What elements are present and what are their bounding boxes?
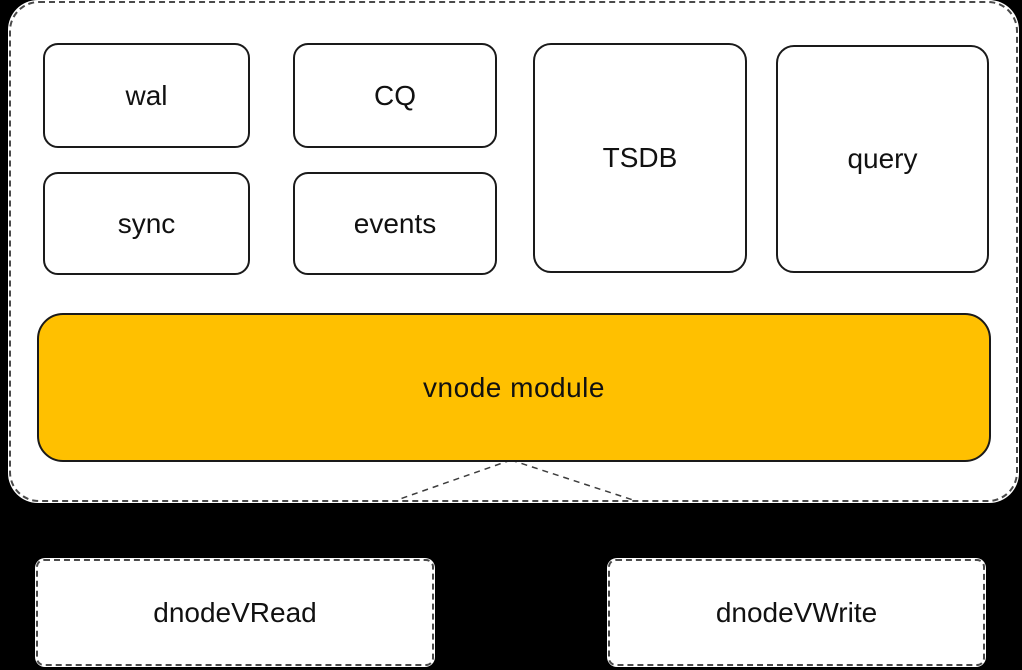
vnode-container: wal CQ sync events TSDB query vnode modu… (8, 0, 1019, 503)
module-label-cq: CQ (374, 79, 416, 111)
module-label-query: query (847, 143, 918, 174)
module-box-sync: sync (43, 172, 250, 275)
module-box-cq: CQ (293, 43, 497, 148)
module-box-wal: wal (43, 43, 250, 148)
vnode-module-label: vnode module (423, 371, 605, 403)
dnode-vread-box: dnodeVRead (35, 558, 435, 667)
dnode-vwrite-box: dnodeVWrite (607, 558, 986, 667)
dnode-vread-label: dnodeVRead (153, 596, 317, 628)
module-box-tsdb: TSDB (533, 43, 747, 273)
vnode-module-box: vnode module (37, 313, 991, 462)
module-box-query: query (776, 45, 989, 273)
module-label-tsdb: TSDB (602, 142, 678, 173)
module-label-wal: wal (125, 79, 168, 111)
module-label-sync: sync (117, 207, 176, 239)
module-box-events: events (293, 172, 497, 275)
connector-line-left (396, 459, 512, 501)
connector-line-right (510, 459, 634, 501)
dnode-vwrite-label: dnodeVWrite (715, 596, 878, 628)
module-label-events: events (353, 207, 437, 239)
